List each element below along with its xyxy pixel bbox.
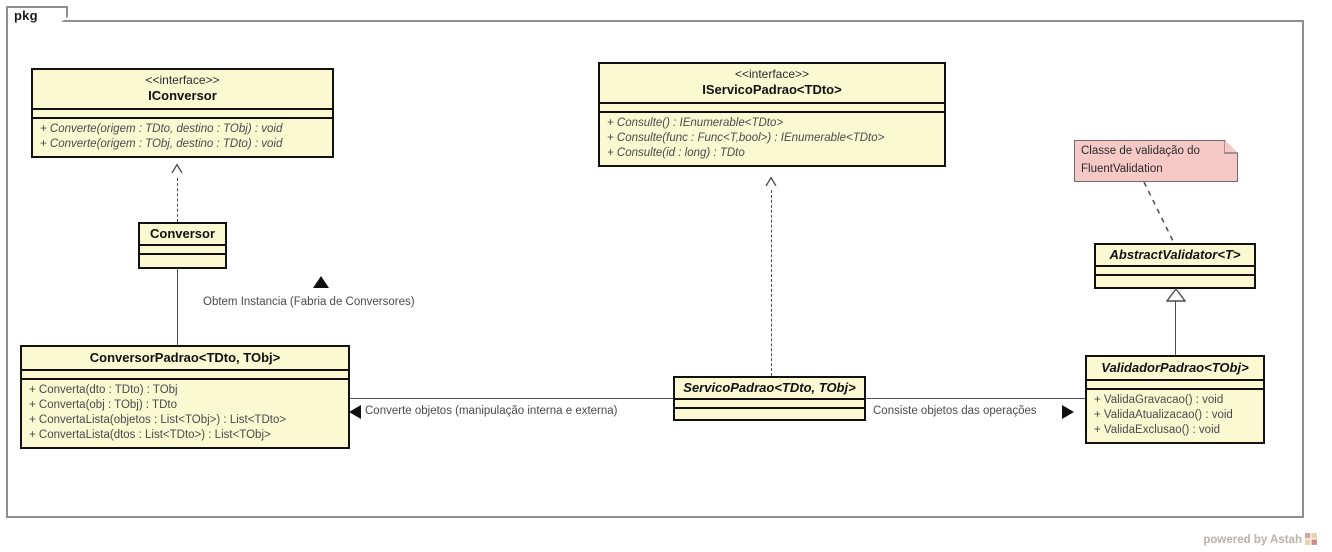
class-header-conversorpadrao: ConversorPadrao<TDto, TObj> — [22, 347, 348, 371]
operations-compartment: + Converte(origem : TDto, destino : TObj… — [33, 119, 332, 156]
operation-row: + ValidaAtualizacao() : void — [1094, 409, 1233, 421]
class-name-label: ConversorPadrao<TDto, TObj> — [89, 350, 281, 365]
note-text-line-1: Classe de validação do — [1081, 145, 1200, 157]
package-tab-label: pkg — [14, 8, 38, 23]
attributes-compartment — [33, 110, 332, 119]
realization-arrowhead-conversor — [171, 163, 183, 173]
operations-compartment: + Converta(dto : TDto) : TObj + Converta… — [22, 380, 348, 447]
class-header-iconversor: <<interface>> IConversor — [33, 70, 332, 110]
class-box-iconversor[interactable]: <<interface>> IConversor + Converte(orig… — [31, 68, 334, 158]
class-header-abstractvalidator: AbstractValidator<T> — [1096, 245, 1254, 267]
class-name-label: IConversor — [148, 88, 217, 103]
class-box-abstractvalidator[interactable]: AbstractValidator<T> — [1094, 243, 1256, 289]
operation-row: + ValidaGravacao() : void — [1094, 394, 1224, 406]
operation-row: + Converta(dto : TDto) : TObj — [29, 384, 178, 396]
class-header-servicopadrao: ServicoPadrao<TDto, TObj> — [675, 378, 864, 400]
package-frame — [6, 20, 1304, 518]
stereotype-label: <<interface>> — [734, 67, 810, 81]
realization-line-servicopadrao — [771, 190, 772, 376]
class-name-label: ValidadorPadrao<TObj> — [1101, 360, 1249, 375]
association-direction-triangle-obtem-instancia — [313, 276, 329, 288]
operation-row: + Converta(obj : TObj) : TDto — [29, 399, 177, 411]
class-name-label: IServicoPadrao<TDto> — [702, 82, 842, 97]
generalization-arrowhead-validadorpadrao — [1166, 288, 1186, 302]
edge-label-converte-objetos: Converte objetos (manipulação interna e … — [365, 405, 618, 417]
note-anchor-line — [1143, 182, 1175, 244]
note-text-line-2: FluentValidation — [1081, 163, 1163, 175]
association-line-conversor-conversorpadrao — [177, 268, 178, 345]
attributes-compartment — [22, 371, 348, 380]
association-line-servicopadrao-validadorpadrao — [866, 398, 1085, 399]
association-direction-triangle-consiste-objetos — [1062, 405, 1074, 419]
class-header-iservicopadrao: <<interface>> IServicoPadrao<TDto> — [600, 64, 944, 104]
operation-row: + ValidaExclusao() : void — [1094, 424, 1221, 436]
astah-watermark: powered by Astah — [1203, 533, 1318, 546]
generalization-line-validadorpadrao — [1175, 300, 1176, 355]
association-line-conversorpadrao-servicopadrao — [350, 398, 673, 399]
attributes-compartment — [1087, 381, 1263, 390]
class-name-label: Conversor — [149, 226, 216, 241]
class-box-iservicopadrao[interactable]: <<interface>> IServicoPadrao<TDto> + Con… — [598, 62, 946, 167]
operations-compartment: + ValidaGravacao() : void + ValidaAtuali… — [1087, 390, 1263, 442]
operation-row: + Consulte() : IEnumerable<TDto> — [607, 117, 784, 129]
operations-compartment — [1096, 276, 1254, 287]
edge-label-obtem-instancia: Obtem Instancia (Fabria de Conversores) — [203, 296, 415, 308]
operation-row: + Consulte(func : Func<T,bool>) : IEnume… — [607, 132, 885, 144]
operation-row: + Converte(origem : TDto, destino : TObj… — [40, 123, 283, 135]
watermark-text: powered by Astah — [1203, 533, 1302, 546]
operations-compartment: + Consulte() : IEnumerable<TDto> + Consu… — [600, 113, 944, 165]
attributes-compartment — [1096, 267, 1254, 276]
note-fold-icon — [1224, 140, 1237, 154]
class-box-servicopadrao[interactable]: ServicoPadrao<TDto, TObj> — [673, 376, 866, 421]
attributes-compartment — [675, 400, 864, 409]
class-name-label: ServicoPadrao<TDto, TObj> — [683, 380, 856, 395]
class-header-conversor: Conversor — [140, 224, 225, 246]
realization-arrowhead-servicopadrao — [765, 176, 777, 186]
class-box-conversorpadrao[interactable]: ConversorPadrao<TDto, TObj> + Converta(d… — [20, 345, 350, 449]
class-box-conversor[interactable]: Conversor — [138, 222, 227, 269]
astah-logo-icon — [1305, 533, 1317, 545]
class-box-validadorpadrao[interactable]: ValidadorPadrao<TObj> + ValidaGravacao()… — [1085, 355, 1265, 444]
class-name-label: AbstractValidator<T> — [1109, 247, 1241, 262]
stereotype-label: <<interface>> — [145, 73, 220, 87]
operations-compartment — [675, 409, 864, 419]
attributes-compartment — [600, 104, 944, 113]
operation-row: + ConvertaLista(dtos : List<TDto>) : Lis… — [29, 429, 271, 441]
edge-label-consiste-objetos: Consiste objetos das operações — [873, 405, 1037, 417]
association-direction-triangle-converte-objetos — [349, 405, 361, 419]
operation-row: + Converte(origem : TObj, destino : TDto… — [40, 138, 283, 150]
operation-row: + Consulte(id : long) : TDto — [607, 147, 745, 159]
attributes-compartment — [140, 246, 225, 255]
operations-compartment — [140, 255, 225, 267]
class-header-validadorpadrao: ValidadorPadrao<TObj> — [1087, 357, 1263, 381]
note-fluent-validation[interactable]: Classe de validação do FluentValidation — [1074, 140, 1238, 182]
operation-row: + ConvertaLista(objetos : List<TObj>) : … — [29, 414, 287, 426]
realization-line-conversor — [177, 178, 178, 222]
